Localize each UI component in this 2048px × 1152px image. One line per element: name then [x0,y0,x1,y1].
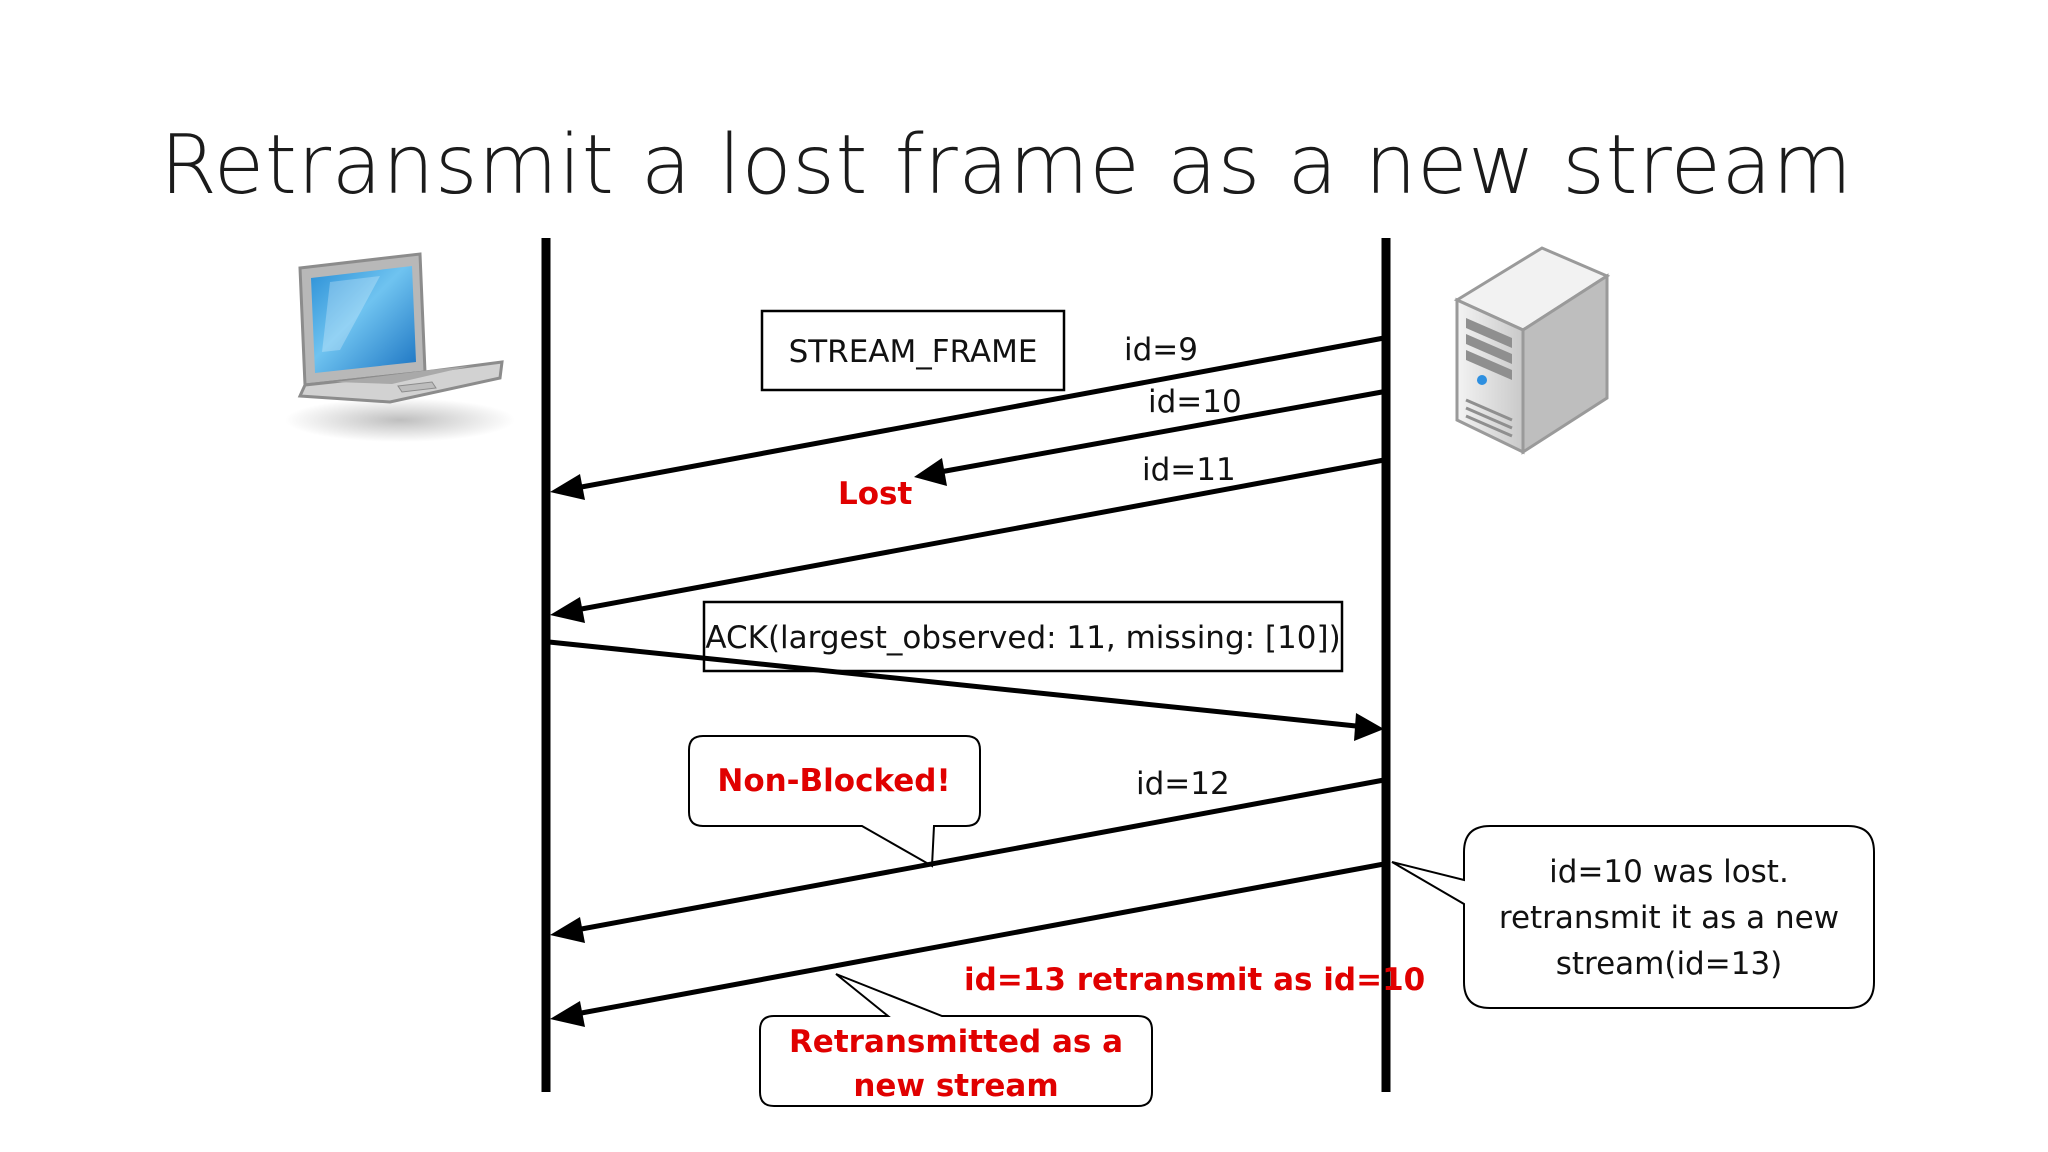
packet-label-id10: id=10 [1148,384,1242,420]
ack-label: ACK(largest_observed: 11, missing: [10]) [705,620,1340,656]
packet-arrow-id11 [550,457,1385,623]
lost-label: Lost [838,476,913,512]
packet-arrow-id10-lost [914,389,1383,486]
stream-frame-label: STREAM_FRAME [789,334,1038,370]
packet-arrow-id12 [550,777,1385,943]
retransmitted-line1: Retransmitted as a [789,1024,1123,1060]
laptop-icon [285,252,515,442]
non-blocked-callout: Non-Blocked! [688,735,981,868]
packet-arrow-id9 [550,335,1385,500]
retransmit-label: id=13 retransmit as id=10 [964,962,1425,998]
ack-arrow [548,639,1384,741]
packet-label-id12: id=12 [1136,766,1230,802]
server-note-line1: id=10 was lost. [1549,854,1789,890]
retransmitted-callout: Retransmitted as a new stream [759,973,1153,1107]
server-note-callout: id=10 was lost. retransmit it as a new s… [1391,825,1875,1009]
packet-label-id9: id=9 [1124,332,1198,368]
packet-label-id11: id=11 [1142,452,1236,488]
slide-title: Retransmit a lost frame as a new stream [160,118,1853,213]
server-note-line2: retransmit it as a new [1499,900,1839,936]
ack-box: ACK(largest_observed: 11, missing: [10]) [702,600,1344,673]
non-blocked-label: Non-Blocked! [717,763,950,799]
retransmitted-line2: new stream [853,1068,1058,1104]
server-tower-icon [1453,246,1611,455]
packet-arrow-id13-retransmit [550,861,1385,1027]
stream-frame-box: STREAM_FRAME [760,309,1066,392]
server-note-line3: stream(id=13) [1556,946,1783,982]
